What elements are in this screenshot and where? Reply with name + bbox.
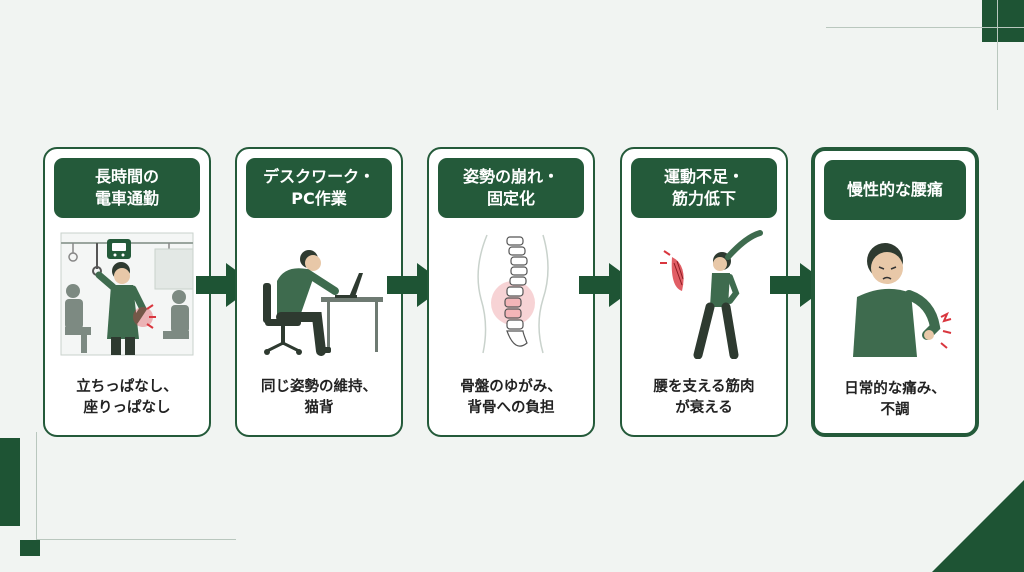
corner-line-top-right-vertical [997, 0, 998, 110]
step-title-4: 運動不足・ 筋力低下 [631, 158, 777, 218]
desk-worker-hunched-icon [263, 250, 383, 356]
spine-strain-icon [477, 234, 549, 354]
step-card-4: 運動不足・ 筋力低下 腰を支える筋肉 が衰える [620, 147, 788, 437]
corner-bar-bottom-left [0, 438, 20, 526]
step-description-4: 腰を支える筋肉 が衰える [653, 379, 755, 416]
step-description-2: 同じ姿勢の維持、 猫背 [261, 379, 377, 416]
step-description-5: 日常的な痛み、 不調 [844, 381, 946, 418]
corner-line-bottom-left-vertical [36, 432, 37, 540]
step-card-2: デスクワーク・ PC作業 同じ姿勢の維持、 猫背 [235, 147, 403, 437]
corner-triangle-bottom-right [932, 480, 1024, 572]
step-title-5: 慢性的な腰痛 [824, 160, 966, 220]
train-commuter-back-pain-icon [60, 232, 194, 356]
corner-square-bottom-left [20, 540, 40, 556]
step-description-1: 立ちっぱなし、 座りっぱなし [76, 379, 178, 416]
step-title-1: 長時間の 電車通勤 [54, 158, 200, 218]
corner-line-bottom-left [36, 539, 236, 540]
step-card-5: 慢性的な腰痛 日常的な痛み、 不調 [811, 147, 979, 437]
step-description-3: 骨盤のゆがみ、 背骨への負担 [460, 379, 562, 416]
corner-line-top-right [826, 27, 1024, 28]
stretching-person-muscle-icon [660, 230, 763, 359]
corner-square-top-right [982, 0, 1024, 42]
chronic-back-pain-person-icon [853, 243, 952, 357]
step-card-3: 姿勢の崩れ・ 固定化 骨盤のゆがみ、 背骨への負担 [427, 147, 595, 437]
step-card-1: 長時間の 電車通勤 立ちっぱなし、 座りっぱなし [43, 147, 211, 437]
step-title-3: 姿勢の崩れ・ 固定化 [438, 158, 584, 218]
step-title-2: デスクワーク・ PC作業 [246, 158, 392, 218]
